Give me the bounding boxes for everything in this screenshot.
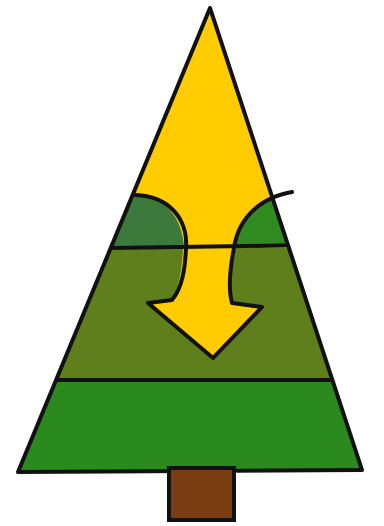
tree-band-bottom (10, 380, 380, 480)
tree-body (10, 8, 380, 480)
trunk (169, 468, 234, 520)
